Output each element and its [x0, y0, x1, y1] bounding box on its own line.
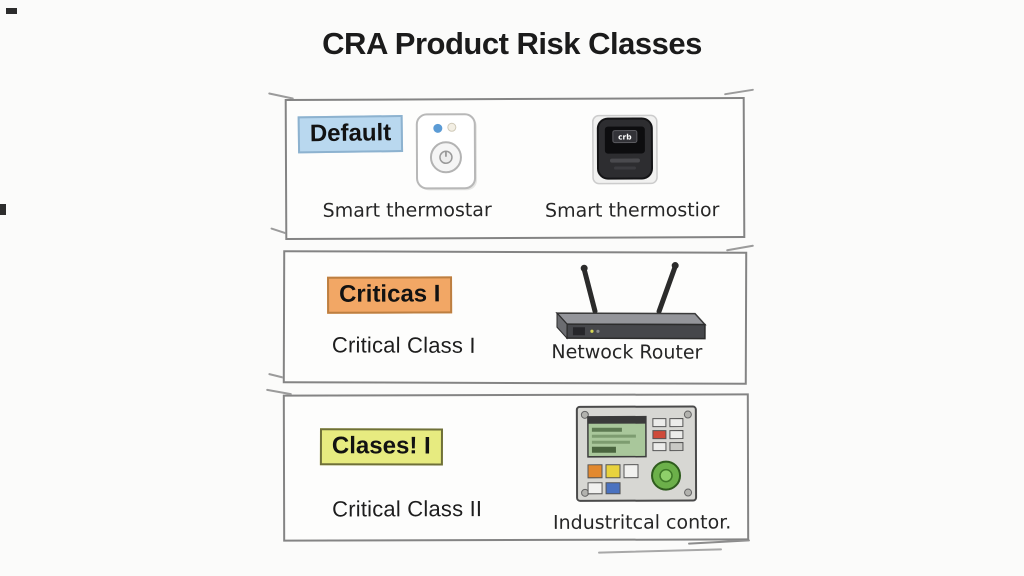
smart-thermostat-white-icon: [413, 111, 483, 201]
thermostat-display-text: crb: [618, 132, 632, 141]
critical-1-tag: Criticas I: [327, 276, 453, 314]
device-caption: Smart thermostar: [322, 199, 492, 222]
device-caption: Netwock Router: [551, 341, 703, 364]
network-router-icon: [537, 259, 717, 357]
risk-box-critical-2: Clases! I Critical Class II: [282, 393, 750, 542]
critical-2-tag: Clases! I: [319, 428, 443, 466]
sketch-line: [724, 88, 754, 96]
sketch-line: [726, 244, 754, 252]
default-class-tag: Default: [297, 115, 404, 153]
edge-artifact: [6, 8, 17, 14]
device-caption: Industritcal contor.: [552, 511, 732, 534]
edge-artifact: [0, 204, 6, 215]
smart-thermostat-black-icon: crb: [590, 113, 660, 192]
sketch-line: [597, 548, 723, 554]
risk-box-default: Default crb Smart th: [284, 96, 746, 241]
risk-box-critical-1: Criticas I Critical Class I Netwock Rout…: [282, 250, 748, 385]
class-label: Critical Class II: [332, 496, 483, 522]
device-caption: Smart thermostior: [544, 199, 720, 222]
industrial-controller-icon: [574, 404, 699, 509]
diagram-title: CRA Product Risk Classes: [322, 26, 702, 61]
class-label: Critical Class I: [331, 332, 476, 358]
